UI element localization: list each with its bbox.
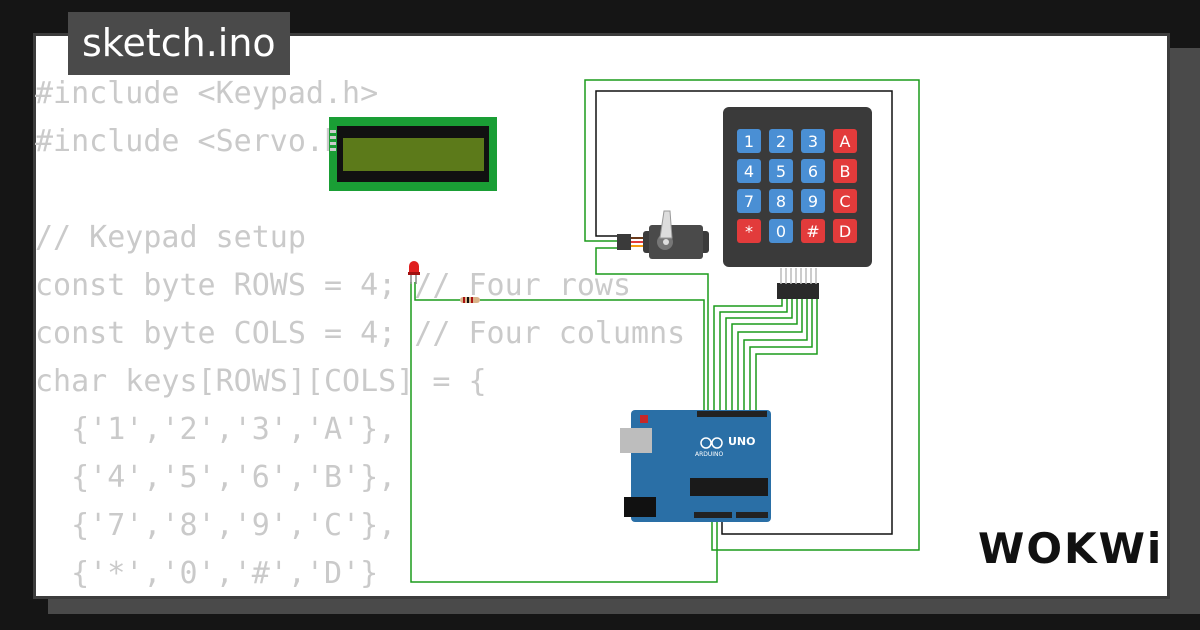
arduino-brand-label: ARDUINO (695, 451, 724, 458)
code-line: const byte ROWS = 4; // Four rows (35, 268, 632, 303)
keypad-key-label: 2 (776, 132, 786, 151)
keypad-key-label: 1 (744, 132, 754, 151)
code-line: {'4','5','6','B'}, (35, 460, 397, 495)
keypad-key[interactable] (737, 159, 761, 183)
keypad-key[interactable] (801, 159, 825, 183)
keypad-key[interactable] (769, 159, 793, 183)
resistor (460, 297, 480, 303)
keypad-key-label: D (839, 222, 851, 241)
keypad-key[interactable] (737, 189, 761, 213)
keypad-key-label: 9 (808, 192, 818, 211)
keypad-connector (777, 283, 819, 299)
wire-led-ground (410, 282, 718, 583)
wire-keypad-1 (713, 298, 783, 412)
code-background: #include <Keypad.h>#include <Servo.h>// … (35, 70, 685, 598)
code-line: // Keypad setup (35, 220, 306, 255)
preview-card (33, 33, 1170, 599)
keypad-key[interactable] (769, 129, 793, 153)
servo-motor (617, 210, 709, 259)
keypad-key-label: B (840, 162, 851, 181)
keypad-key[interactable] (801, 189, 825, 213)
wire-keypad-5 (737, 298, 803, 412)
wire-keypad-8 (755, 298, 818, 412)
code-line: #include <Keypad.h> (35, 76, 379, 111)
keypad-key[interactable] (833, 129, 857, 153)
code-line: const byte COLS = 4; // Four columns (35, 316, 686, 351)
arduino-uno: UNO ARDUINO (620, 410, 771, 522)
wire-led (414, 282, 705, 412)
keypad-key-label: 5 (776, 162, 786, 181)
keypad-key-label: 7 (744, 192, 754, 211)
keypad-key-label: C (839, 192, 850, 211)
keypad-key[interactable] (833, 189, 857, 213)
keypad-key-label: 0 (776, 222, 786, 241)
arduino-logo-icon (700, 437, 723, 449)
keypad-key[interactable] (833, 159, 857, 183)
keypad-key[interactable] (801, 219, 825, 243)
keypad-key-label: A (840, 132, 851, 151)
code-line: char keys[ROWS][COLS] = { (35, 364, 487, 399)
lcd-display (329, 117, 497, 191)
keypad-key-label: 8 (776, 192, 786, 211)
keypad-key[interactable] (737, 219, 761, 243)
keypad-key-label: 6 (808, 162, 818, 181)
keypad: 1 2 3 A 4 5 6 B 7 8 9 C * 0 # D (723, 107, 872, 299)
keypad-key[interactable] (833, 219, 857, 243)
wokwi-logo: WOKWi (978, 524, 1164, 573)
wires (410, 79, 920, 583)
wire-servo-outer (584, 79, 920, 551)
wire-keypad-4 (731, 298, 798, 412)
wire-servo-signal (595, 247, 709, 412)
keypad-key-label: 4 (744, 162, 754, 181)
keypad-key-label: * (745, 222, 753, 241)
wire-keypad-6 (743, 298, 808, 412)
file-tab[interactable]: sketch.ino (68, 12, 290, 75)
keypad-key[interactable] (769, 219, 793, 243)
code-line: {'*','0','#','D'} (35, 556, 379, 591)
keypad-key[interactable] (737, 129, 761, 153)
keypad-key-label: 3 (808, 132, 818, 151)
arduino-model-label: UNO (728, 435, 756, 448)
keypad-key-label: # (806, 222, 819, 241)
wire-keypad-3 (725, 298, 793, 412)
code-line: {'1','2','3','A'}, (35, 412, 397, 447)
code-line: {'7','8','9','C'}, (35, 508, 397, 543)
wire-servo-ground (595, 90, 893, 535)
wire-keypad-7 (749, 298, 813, 412)
keypad-key[interactable] (801, 129, 825, 153)
keypad-key[interactable] (769, 189, 793, 213)
led (408, 261, 420, 284)
wire-keypad-2 (719, 298, 788, 412)
